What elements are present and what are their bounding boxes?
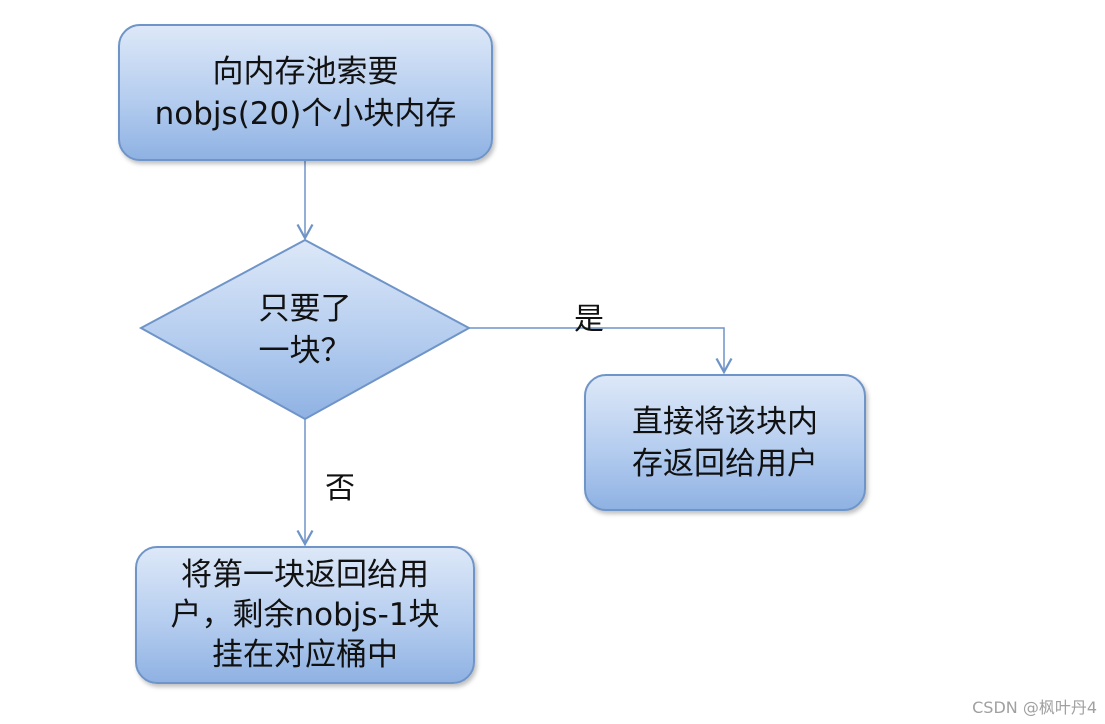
edge-label-yes: 是	[574, 302, 604, 337]
node-return-direct-line-1: 直接将该块内	[632, 403, 818, 440]
node-return-direct: 直接将该块内 存返回给用户	[584, 374, 866, 511]
node-request: 向内存池索要 nobjs(20)个小块内存	[118, 24, 493, 161]
decision-line-2: 一块？	[258, 333, 352, 369]
decision-line-1: 只要了	[258, 291, 352, 327]
arrow-yes	[469, 327, 733, 375]
node-return-first-line-2: 户，剩余nobjs-1块	[170, 597, 440, 633]
node-return-direct-line-2: 存返回给用户	[632, 445, 818, 482]
node-return-first-line-3: 挂在对应桶中	[212, 637, 398, 673]
node-return-first: 将第一块返回给用 户，剩余nobjs-1块 挂在对应桶中	[135, 546, 475, 684]
node-return-first-line-1: 将第一块返回给用	[181, 557, 429, 593]
node-request-line-2: nobjs(20)个小块内存	[154, 95, 457, 132]
decision-label: 只要了 一块？	[200, 288, 410, 372]
edge-label-no: 否	[325, 471, 355, 506]
watermark: CSDN @枫叶丹4	[972, 698, 1097, 717]
node-request-line-1: 向内存池索要	[212, 53, 399, 90]
